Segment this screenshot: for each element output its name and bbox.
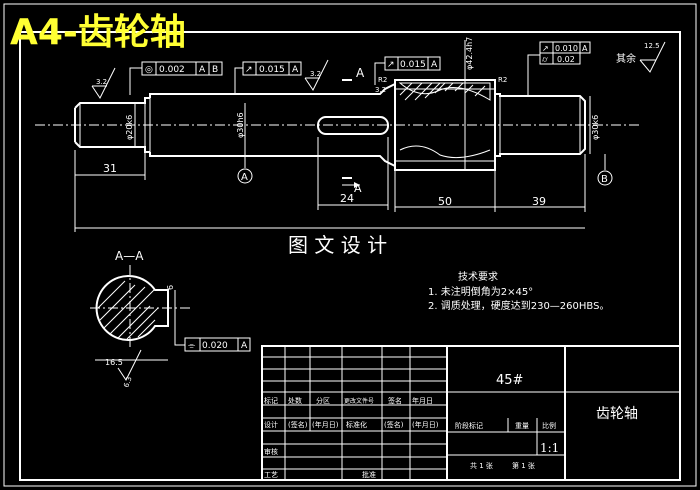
tb-sheets: 共 1 张 [470,461,493,470]
tol3-value: 0.015 [400,60,426,70]
section-view-title: A—A [115,249,144,263]
tb-row-date: 年月日 [412,396,433,405]
dia-42h7: φ42.4h7 [465,37,474,70]
tol1-datum1: A [199,65,206,75]
tb-row-zone: 分区 [316,396,330,405]
tol6-datum: A [241,341,248,351]
dimension-lines [74,40,591,232]
roughness-3-2-mid: 3.2 [310,70,321,78]
roughness-rest-label: 其余 [616,52,636,65]
tolerance-frame-2 [234,61,302,94]
tol4-value: 0.010 [555,44,578,53]
tol6-symbol: ⌯ [188,341,196,351]
tb-row-count: 处数 [288,396,302,405]
roughness-section: 6.3 [122,375,133,388]
tb-design: 设计 [264,420,278,429]
tech-req-title: 技术要求 [458,270,498,283]
tb-process: 工艺 [264,471,278,479]
tb-standard: 标准化 [346,420,367,429]
tb-row-mark: 标记 [264,396,278,405]
tb-weight: 重量 [515,422,529,430]
dia-30k6: φ30k6 [591,115,600,140]
datum-b-label: B [601,174,608,185]
dim-39: 39 [532,195,546,208]
tol3-symbol: ↗ [387,60,395,70]
dim-50: 50 [438,195,452,208]
dia-30h6: φ30h6 [236,112,245,138]
tb-design-date: (年月日) [312,420,339,429]
gear-section-hatch [398,82,491,159]
section-height: 6 [166,285,175,290]
radius-right: R2 [498,76,507,84]
tech-req-line1: 1. 未注明倒角为2×45° [428,285,533,298]
tolerance-frame-1 [129,61,223,95]
tol2-value: 0.015 [259,65,285,75]
tol5-value: 0.02 [557,55,575,64]
section-label-top: A [356,66,365,80]
tb-row-file: 更改文件号 [344,397,374,405]
tb-sheet-no: 第 1 张 [512,461,535,470]
tech-req-line2: 2. 调质处理，硬度达到230—260HBS。 [428,299,609,312]
radius-left: R2 [378,76,387,84]
outer-border [3,3,697,487]
tol5-symbol: ⌭ [542,55,548,64]
design-watermark: 图 文 设 计 [288,233,387,257]
drawing-title: A4-齿轮轴 [10,12,186,53]
tb-standard-sign: (签名) [384,420,404,429]
section-width: 16.5 [105,358,123,367]
tol2-datum: A [292,65,299,75]
tol1-symbol: ◎ [145,65,153,75]
tb-row-sign: 签名 [388,396,402,405]
title-block [261,345,681,481]
roughness-3-2-left: 3.2 [96,78,107,86]
tolerance-frame-3 [374,56,441,85]
tb-scale-label: 比例 [542,421,556,430]
tb-standard-date: (年月日) [412,420,439,429]
tb-design-sign: (签名) [288,420,308,429]
material-value: 45# [496,373,523,388]
datum-a [237,147,253,184]
datum-b [597,154,613,186]
tol4-symbol: ↗ [542,44,549,53]
tol2-symbol: ↗ [245,65,253,75]
tb-review: 审核 [264,447,278,456]
roughness-3-2-gear: 3.2 [375,86,386,94]
tb-stage: 阶段标记 [455,421,483,430]
scale-value: 1:1 [540,441,559,455]
tol1-datum2: B [212,65,218,75]
tol1-value: 0.002 [159,65,185,75]
dim-31: 31 [103,162,117,175]
section-marker [342,79,360,188]
tol3-datum: A [431,60,438,70]
section-view [90,265,251,361]
dim-24: 24 [340,192,354,205]
tolerance-frame-4 [527,41,591,95]
roughness-rest-value: 12.5 [644,42,660,50]
tb-approve: 批准 [362,470,376,479]
tol4-datum: A [582,44,588,53]
section-label-bottom: A [354,182,362,195]
tol6-value: 0.020 [202,341,228,351]
dia-20k6: φ20k6 [125,115,134,140]
part-name: 齿轮轴 [596,406,638,422]
datum-a-label: A [241,172,248,183]
